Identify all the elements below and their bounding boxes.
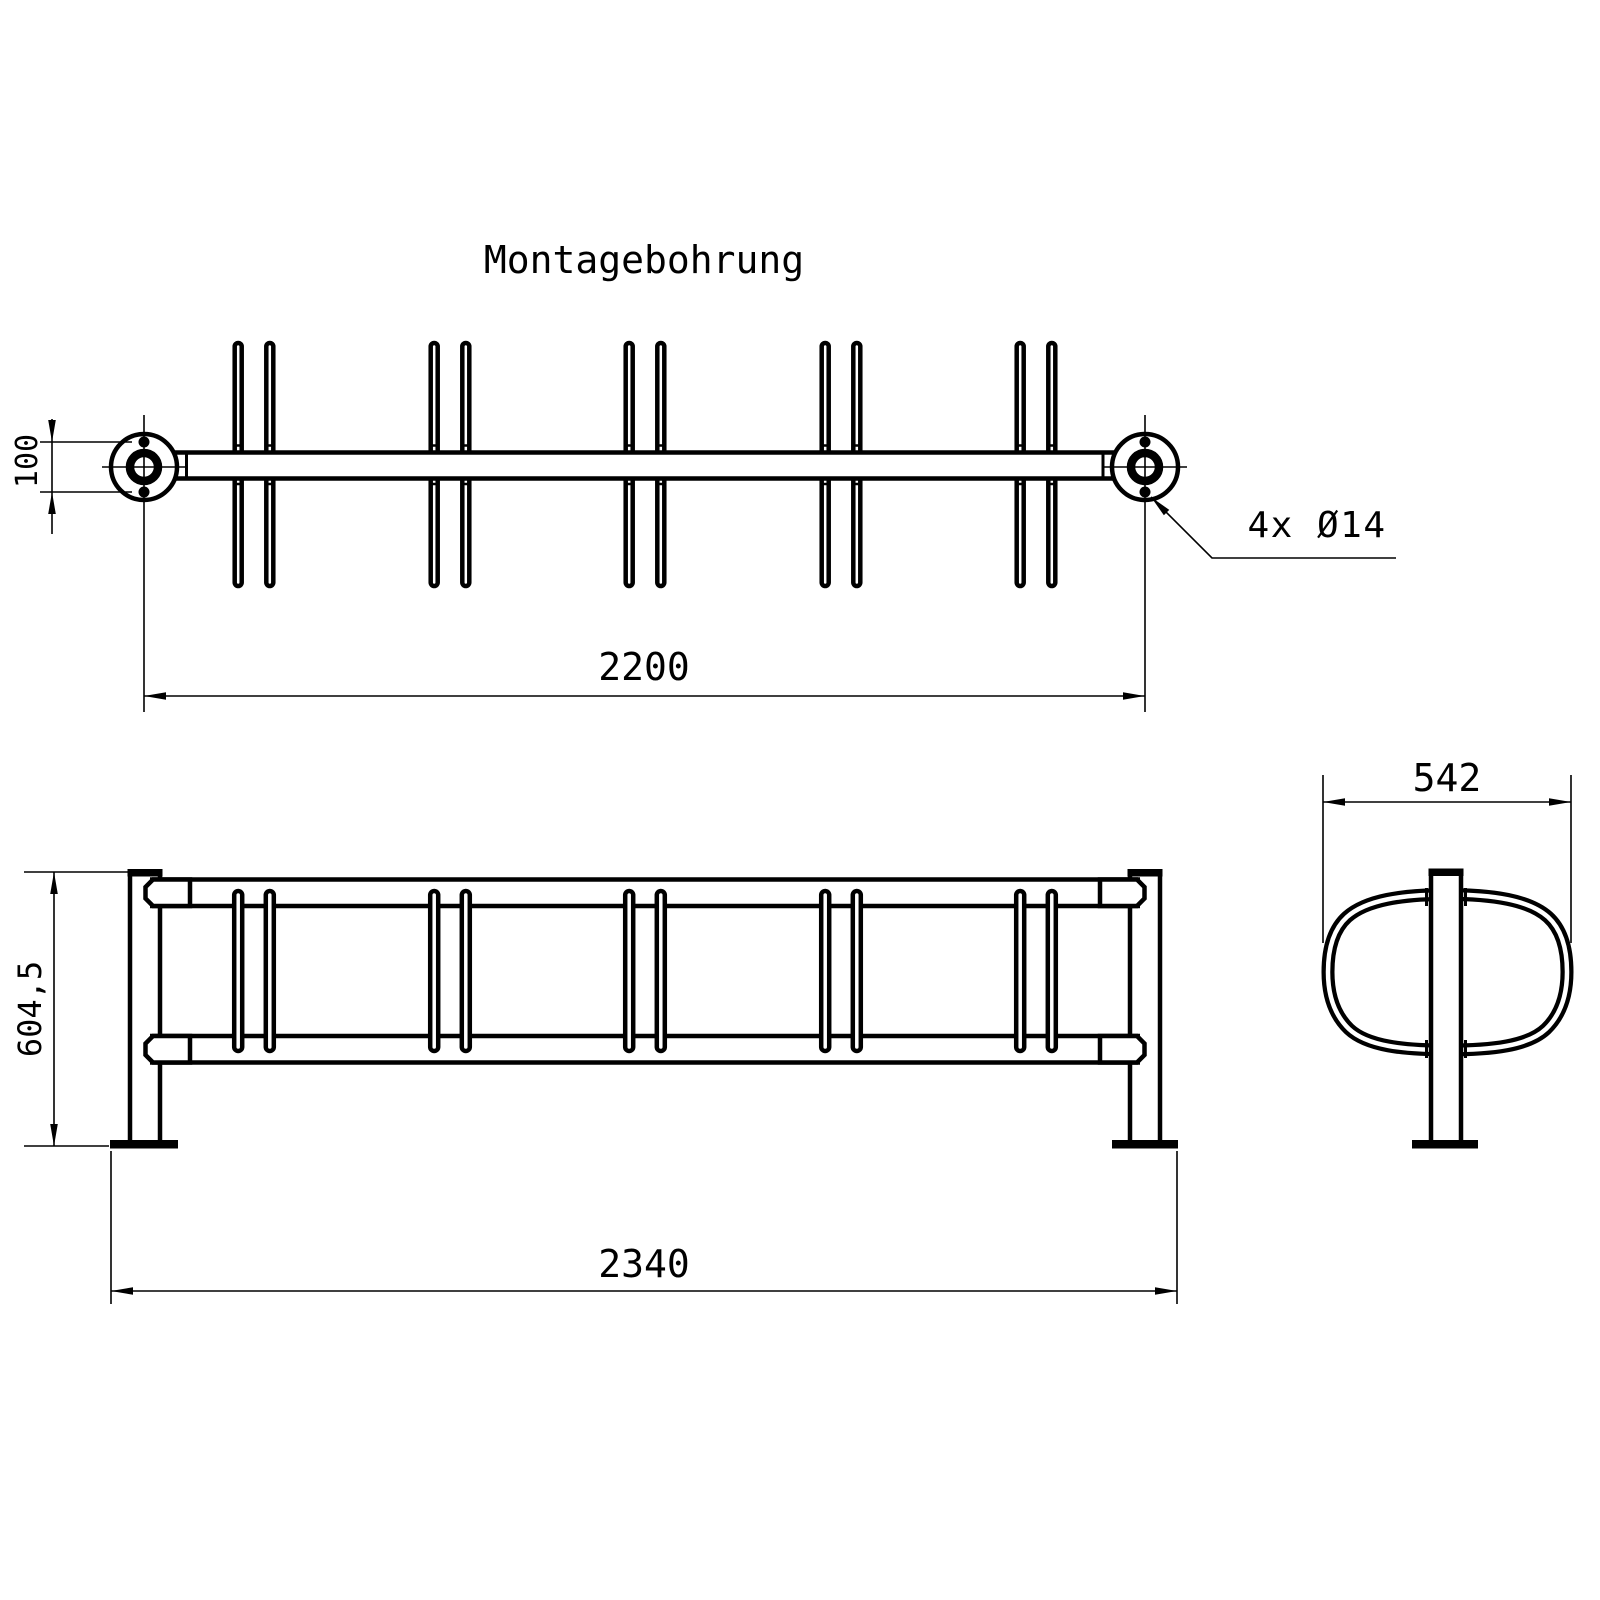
view-title: Montagebohrung [484,238,804,282]
end-post-cap [1428,868,1464,876]
prong [1013,888,1027,1054]
arrowhead [1323,798,1345,806]
prong [459,888,473,1054]
arrowhead [50,872,58,894]
dim-text-2340: 2340 [598,1242,690,1286]
callout-text: 4x Ø14 [1247,505,1386,546]
fitting [1097,877,1147,909]
dimension-2200: 2200 [144,645,1145,700]
end-view: 542 [1321,756,1574,1149]
end-base-plate [1412,1140,1478,1149]
arrowhead [50,1124,58,1146]
dim-text-542: 542 [1413,756,1482,800]
dim-text-604-5: 604,5 [11,961,49,1057]
arrowhead [48,492,56,514]
crossbar-joint-lines [185,452,1105,479]
hoop-post-ticks [1425,888,1467,1058]
crossbar-edges [150,450,1140,481]
prong [654,888,668,1054]
fitting [143,877,193,909]
front-view-prongs [231,888,1059,1054]
left-post-cap [127,869,163,877]
arrowhead [48,420,56,442]
dimension-2340: 2340 [110,1151,1178,1304]
crossbar-body [150,452,1140,479]
prong [1045,888,1059,1054]
centerlines [102,415,1187,712]
top-view: 100 2200 4x Ø14 Montagebohrung [10,238,1396,712]
arrowhead [1549,798,1571,806]
dimension-604-5: 604,5 [11,871,128,1147]
arrowhead [1123,692,1145,700]
hole-callout: 4x Ø14 [1150,496,1396,559]
leader-arrowhead [1151,497,1170,516]
prong [850,888,864,1054]
prong-bend-ticks [234,444,1056,486]
fitting [1097,1033,1147,1065]
dim-text-100: 100 [10,434,45,488]
fitting [143,1033,193,1065]
prong [263,888,277,1054]
dimension-100: 100 [10,419,132,534]
prong [622,888,636,1054]
left-base-plate [110,1140,178,1149]
arrowhead [144,692,166,700]
dim-text-2200: 2200 [598,645,690,689]
left-post [127,869,163,1147]
right-post [1127,869,1163,1147]
end-post [1428,869,1464,1147]
right-post-cap [1127,869,1163,877]
dimension-542: 542 [1322,756,1572,943]
arrowhead [1155,1287,1177,1295]
prong [231,888,245,1054]
right-base-plate [1112,1140,1178,1149]
prong [427,888,441,1054]
arrowhead [111,1287,133,1295]
rails [150,877,1140,1065]
front-view: 604,5 2340 [11,869,1178,1304]
prong [818,888,832,1054]
rail-end-fittings [143,877,1147,1065]
